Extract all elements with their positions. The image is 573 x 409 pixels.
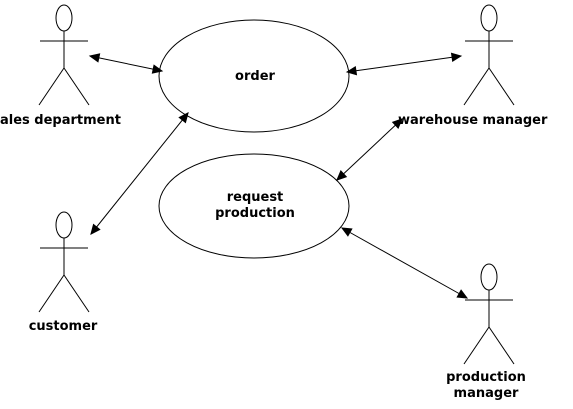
actor-label-sales: ales department: [0, 113, 121, 128]
use-case-request-ellipse: [158, 153, 350, 259]
association-customer-order-line: [90, 112, 189, 235]
association-warehouse-order-arrowhead-start: [450, 52, 463, 63]
association-customer-order-arrowhead-start: [90, 223, 101, 235]
actor-label-customer: customer: [28, 319, 98, 334]
actor-warehouse-figure: [463, 4, 515, 106]
association-warehouse-request-arrowhead-end: [336, 170, 348, 181]
actor-production-figure: [463, 263, 515, 365]
association-sales-order-arrowhead-start: [88, 53, 101, 63]
actor-label-warehouse: warehouse manager: [398, 113, 548, 128]
association-warehouse-request-arrowhead-start: [391, 118, 403, 129]
association-warehouse-order-arrowhead-end: [345, 65, 358, 76]
association-sales-order-arrowhead-end: [151, 64, 164, 74]
use-case-label-order: order: [235, 69, 275, 84]
association-warehouse-request-line: [336, 118, 403, 181]
association-sales-order-line: [89, 55, 163, 72]
association-production-request-line: [341, 227, 468, 299]
use-case-label-request-production: request production: [215, 190, 295, 221]
use-case-order-ellipse: [158, 19, 350, 133]
association-warehouse-order-line: [346, 55, 462, 73]
actor-customer-figure: [38, 211, 90, 313]
association-production-request-arrowhead-start: [456, 289, 469, 299]
actor-label-production: production manager: [446, 370, 526, 401]
association-customer-order-arrowhead-end: [178, 112, 189, 124]
actor-sales-figure: [38, 4, 90, 106]
association-production-request-arrowhead-end: [340, 227, 353, 237]
